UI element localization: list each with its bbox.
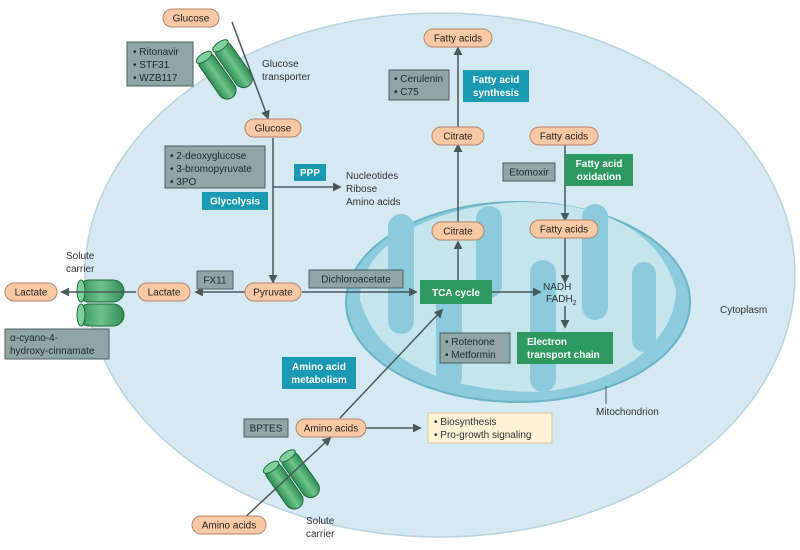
svg-text:carrier: carrier (306, 529, 335, 540)
metabolite-fatty-acids-cyto: Fatty acids (529, 126, 599, 146)
svg-text:Etomoxir: Etomoxir (509, 168, 549, 179)
svg-text:Glucose: Glucose (173, 14, 210, 25)
svg-text:Amino acid: Amino acid (292, 362, 346, 373)
label-glucose-transporter: Glucose transporter (262, 59, 311, 83)
pathway-electron-transport-chain: Electron transport chain (517, 332, 613, 364)
svg-text:Citrate: Citrate (443, 227, 473, 238)
pathway-ppp: PPP (294, 164, 326, 181)
svg-text:• Cerulenin: • Cerulenin (394, 74, 443, 85)
label-solute-carrier-left: Solute carrier (66, 251, 95, 275)
metabolite-glucose-inside: Glucose (244, 118, 302, 138)
label-cytoplasm: Cytoplasm (720, 305, 767, 316)
pathway-fatty-acid-oxidation: Fatty acid oxidation (565, 154, 633, 186)
metabolite-pyruvate: Pyruvate (244, 282, 302, 302)
svg-text:• C75: • C75 (394, 87, 419, 98)
svg-text:Lactate: Lactate (15, 288, 48, 299)
metabolite-citrate-cyto: Citrate (431, 126, 485, 146)
svg-text:• Ritonavir: • Ritonavir (133, 47, 179, 58)
inhibitor-fa-synthesis: • Cerulenin • C75 (388, 69, 450, 101)
glucose-transporter (195, 39, 253, 100)
svg-text:BPTES: BPTES (250, 424, 283, 435)
svg-text:PPP: PPP (300, 168, 320, 179)
label-solute-carrier-bottom: Solute carrier (306, 516, 335, 540)
svg-text:Glucose: Glucose (262, 59, 299, 70)
svg-text:Electron: Electron (527, 337, 567, 348)
metabolite-glucose-outside: Glucose (162, 8, 220, 28)
svg-text:• 2-deoxyglucose: • 2-deoxyglucose (170, 151, 247, 162)
mitochondrion (345, 201, 691, 403)
inhibitor-etomoxir: Etomoxir (502, 162, 556, 182)
metabolite-fatty-acids-top: Fatty acids (423, 28, 493, 48)
svg-text:• STF31: • STF31 (133, 60, 170, 71)
solute-carrier-left (76, 279, 125, 327)
inhibitor-glycolysis: • 2-deoxyglucose • 3-bromopyruvate • 3PO (164, 145, 266, 189)
svg-text:transporter: transporter (262, 72, 311, 83)
label-mitochondrion: Mitochondrion (596, 407, 659, 418)
inhibitor-bptes: BPTES (243, 418, 289, 438)
svg-text:Dichloroacetate: Dichloroacetate (321, 275, 391, 286)
svg-text:Nucleotides: Nucleotides (346, 171, 398, 182)
svg-text:• Rotenone: • Rotenone (445, 337, 495, 348)
svg-text:Amino acids: Amino acids (346, 197, 400, 208)
svg-text:• Metformin: • Metformin (445, 350, 496, 361)
metabolite-amino-acids-outside: Amino acids (191, 515, 267, 535)
svg-text:Solute: Solute (66, 251, 95, 262)
svg-text:• 3-bromopyruvate: • 3-bromopyruvate (170, 164, 252, 175)
amino-acid-outputs: • Biosynthesis • Pro-growth signaling (427, 412, 553, 444)
inhibitor-cyano-hydroxy-cinnamate: α-cyano-4- hydroxy-cinnamate (4, 328, 110, 360)
svg-text:synthesis: synthesis (473, 88, 520, 99)
metabolite-fatty-acids-mito: Fatty acids (529, 219, 599, 239)
solute-carrier-bottom (262, 449, 320, 510)
arrows (60, 21, 570, 523)
pathway-tca-cycle: TCA cycle (420, 280, 492, 304)
metabolite-amino-acids-inside: Amino acids (295, 418, 367, 438)
svg-text:α-cyano-4-: α-cyano-4- (10, 333, 58, 344)
inhibitor-complex-i: • Rotenone • Metformin (439, 332, 511, 364)
svg-text:Amino acids: Amino acids (304, 424, 358, 435)
svg-text:Solute: Solute (306, 516, 335, 527)
svg-text:Fatty acid: Fatty acid (473, 75, 520, 86)
metabolite-lactate-inside: Lactate (137, 282, 191, 302)
svg-text:metabolism: metabolism (291, 375, 347, 386)
ppp-products: Nucleotides Ribose Amino acids (346, 171, 400, 208)
pathway-amino-acid-metabolism: Amino acid metabolism (282, 357, 356, 389)
svg-text:• Pro-growth signaling: • Pro-growth signaling (434, 430, 531, 441)
svg-text:Citrate: Citrate (443, 132, 473, 143)
svg-text:• 3PO: • 3PO (170, 177, 197, 188)
svg-text:Fatty acids: Fatty acids (540, 225, 588, 236)
svg-text:Ribose: Ribose (346, 184, 378, 195)
svg-text:• Biosynthesis: • Biosynthesis (434, 417, 496, 428)
svg-text:• WZB117: • WZB117 (133, 73, 178, 84)
svg-text:NADH: NADH (543, 282, 571, 293)
svg-text:Glycolysis: Glycolysis (210, 197, 260, 208)
metabolite-lactate-outside: Lactate (4, 282, 58, 302)
svg-text:transport chain: transport chain (527, 350, 600, 361)
svg-text:Fatty acids: Fatty acids (540, 132, 588, 143)
inhibitor-fx11: FX11 (196, 270, 234, 290)
inhibitor-glucose-transport: • Ritonavir • STF31 • WZB117 (126, 41, 194, 87)
svg-text:Lactate: Lactate (148, 288, 181, 299)
svg-text:hydroxy-cinnamate: hydroxy-cinnamate (10, 346, 95, 357)
svg-text:FX11: FX11 (203, 276, 227, 287)
svg-text:Fatty acid: Fatty acid (576, 159, 623, 170)
svg-text:Fatty acids: Fatty acids (434, 34, 482, 45)
inhibitor-dichloroacetate: Dichloroacetate (308, 269, 404, 289)
svg-text:Pyruvate: Pyruvate (253, 288, 293, 299)
svg-text:carrier: carrier (66, 264, 95, 275)
nadh-fadh2: NADH FADH2 (543, 282, 577, 307)
pathway-glycolysis: Glycolysis (202, 192, 268, 210)
svg-text:Amino acids: Amino acids (202, 521, 256, 532)
pathway-fatty-acid-synthesis: Fatty acid synthesis (463, 70, 529, 102)
metabolite-citrate-mito: Citrate (431, 221, 485, 241)
svg-text:FADH2: FADH2 (546, 294, 577, 307)
svg-text:TCA cycle: TCA cycle (432, 288, 480, 299)
svg-text:Glucose: Glucose (255, 124, 292, 135)
svg-text:oxidation: oxidation (577, 172, 621, 183)
